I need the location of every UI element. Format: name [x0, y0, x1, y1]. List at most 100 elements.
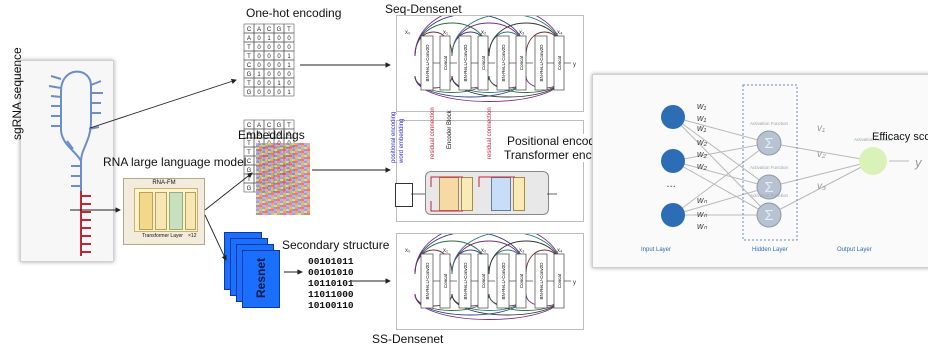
embedding-cell	[271, 197, 274, 199]
embedding-cell	[304, 169, 307, 171]
embedding-cell	[286, 187, 289, 189]
embedding-cell	[265, 191, 268, 193]
embedding-cell	[277, 183, 280, 185]
add-norm-1	[461, 177, 473, 211]
embedding-cell	[277, 155, 280, 157]
embedding-cell	[283, 175, 286, 177]
secondary-structure-label: Secondary structure	[282, 238, 390, 252]
embedding-cell	[298, 213, 301, 215]
embedding-cell	[301, 183, 304, 185]
embedding-cell	[295, 203, 298, 205]
embedding-cell	[286, 163, 289, 165]
embedding-cell	[295, 207, 298, 209]
embedding-cell	[289, 211, 292, 213]
embedding-cell	[304, 193, 307, 195]
embedding-cell	[304, 145, 307, 147]
embedding-cell	[274, 145, 277, 147]
embedding-cell	[262, 203, 265, 205]
embedding-cell	[265, 157, 268, 159]
embedding-cell	[292, 197, 295, 199]
embedding-cell	[301, 191, 304, 193]
embedding-cell	[286, 145, 289, 147]
embedding-cell	[295, 153, 298, 155]
one-hot-cell: 0	[287, 81, 291, 87]
embedding-cell	[262, 163, 265, 165]
embedding-cell	[265, 153, 268, 155]
weight-label: w₂	[697, 137, 707, 147]
embedding-cell	[289, 173, 292, 175]
embedding-cell	[268, 149, 271, 151]
embedding-cell	[295, 197, 298, 199]
embedding-cell	[256, 163, 259, 165]
embedding-cell	[280, 213, 283, 215]
embedding-cell	[283, 195, 286, 197]
embedding-cell	[259, 183, 262, 185]
embedding-cell	[259, 143, 262, 145]
embedding-cell	[283, 197, 286, 199]
embedding-cell	[307, 157, 310, 159]
weight-label: w₂	[697, 161, 707, 171]
embedding-cell	[286, 203, 289, 205]
embedding-cell	[298, 149, 301, 151]
embedding-cell	[292, 143, 295, 145]
embedding-cell	[295, 151, 298, 153]
embedding-cell	[259, 185, 262, 187]
embedding-cell	[268, 169, 271, 171]
embedding-cell	[274, 191, 277, 193]
embedding-cell	[265, 155, 268, 157]
embedding-cell	[271, 185, 274, 187]
embedding-cell	[295, 165, 298, 167]
embedding-cell	[295, 147, 298, 149]
embedding-cell	[274, 143, 277, 145]
embedding-cell	[268, 179, 271, 181]
embedding-cell	[256, 189, 259, 191]
one-hot-cell: 0	[257, 36, 261, 42]
embedding-cell	[286, 157, 289, 159]
embedding-cell	[304, 181, 307, 183]
v-weight-label: v₁	[817, 123, 825, 134]
embedding-cell	[262, 187, 265, 189]
embedding-cell	[286, 191, 289, 193]
network-edge	[672, 116, 770, 144]
embedding-cell	[298, 145, 301, 147]
embedding-cell	[256, 191, 259, 193]
embedding-cell	[256, 167, 259, 169]
embedding-cell	[256, 153, 259, 155]
embedding-cell	[298, 189, 301, 191]
embedding-cell	[280, 169, 283, 171]
embedding-cell	[289, 205, 292, 207]
embedding-cell	[280, 157, 283, 159]
embedding-cell	[262, 183, 265, 185]
embedding-cell	[274, 167, 277, 169]
embedding-cell	[256, 157, 259, 159]
embedding-cell	[271, 209, 274, 211]
embedding-cell	[277, 165, 280, 167]
dense-block-label: Concat	[519, 55, 524, 70]
activation-label: Activation Function	[750, 165, 789, 170]
embedding-cell	[307, 207, 310, 209]
efficacy-score-label: Efficacy score	[872, 131, 928, 143]
embedding-cell	[307, 151, 310, 153]
one-hot-cell: 0	[267, 45, 271, 51]
embedding-cell	[304, 183, 307, 185]
embedding-cell	[286, 201, 289, 203]
embedding-cell	[295, 143, 298, 145]
one-hot-cell: A	[247, 132, 251, 138]
embedding-cell	[265, 147, 268, 149]
embedding-cell	[262, 197, 265, 199]
weight-label: ...	[667, 178, 676, 190]
embedding-cell	[283, 205, 286, 207]
embedding-cell	[277, 207, 280, 209]
weight-label: wₙ	[697, 221, 707, 231]
embedding-cell	[271, 143, 274, 145]
embedding-cell	[274, 181, 277, 183]
embedding-cell	[289, 149, 292, 151]
embedding-cell	[295, 181, 298, 183]
embedding-cell	[271, 151, 274, 153]
embedding-cell	[286, 185, 289, 187]
one-hot-cell: 0	[257, 54, 261, 60]
embedding-cell	[277, 143, 280, 145]
embedding-cell	[286, 205, 289, 207]
embedding-cell	[307, 203, 310, 205]
embedding-cell	[268, 185, 271, 187]
